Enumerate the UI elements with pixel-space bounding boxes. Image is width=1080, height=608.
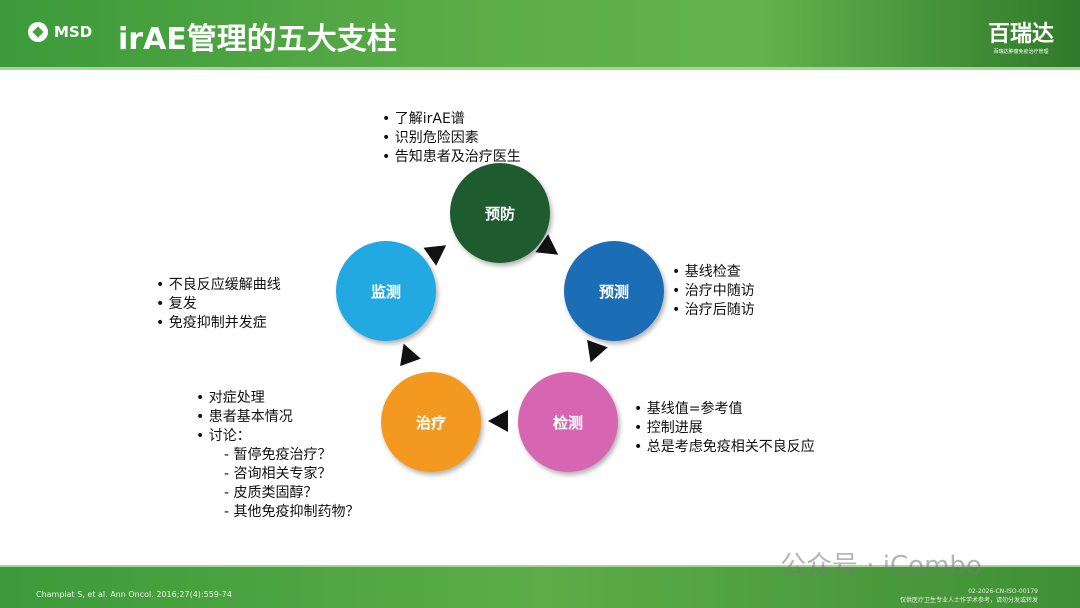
list-item: 识别危险因素 xyxy=(382,129,521,148)
code-text: 02-2026-CN-ISO-00179 xyxy=(968,588,1038,595)
pillar-treatment: 治疗 xyxy=(381,372,481,472)
arrow-icon xyxy=(580,339,608,367)
list-item: 控制进展 xyxy=(634,419,815,438)
list-item: 治疗后随访 xyxy=(672,301,755,320)
monitoring-list: 不良反应缓解曲线 复发 免疫抑制并发症 xyxy=(156,276,281,333)
msd-logo-icon xyxy=(28,22,48,42)
list-subitem: 其他免疫抑制药物？ xyxy=(196,503,360,522)
list-item: 对症处理 xyxy=(196,389,360,408)
list-item: 治疗中随访 xyxy=(672,282,755,301)
arrow-icon xyxy=(423,236,453,266)
list-item: 基线值=参考值 xyxy=(634,400,815,419)
list-item: 基线检查 xyxy=(672,263,755,282)
detection-list: 基线值=参考值 控制进展 总是考虑免疫相关不良反应 xyxy=(634,400,815,457)
slide-footer: Champiat S, et al. Ann Oncol. 2016;27(4)… xyxy=(0,565,1080,608)
arrow-icon xyxy=(488,410,508,432)
slide-title: irAE管理的五大支柱 xyxy=(118,22,397,57)
pillar-monitoring: 监测 xyxy=(336,241,436,341)
arrow-icon xyxy=(393,339,421,367)
list-item: 不良反应缓解曲线 xyxy=(156,276,281,295)
list-item: 了解irAE谱 xyxy=(382,110,521,129)
prediction-list: 基线检查 治疗中随访 治疗后随访 xyxy=(672,263,755,320)
citation: Champiat S, et al. Ann Oncol. 2016;27(4)… xyxy=(36,590,232,599)
pillar-detection: 检测 xyxy=(518,372,618,472)
pillar-prediction: 预测 xyxy=(564,241,664,341)
prevention-list: 了解irAE谱 识别危险因素 告知患者及治疗医生 xyxy=(382,110,521,167)
list-item: 免疫抑制并发症 xyxy=(156,314,281,333)
disclaimer-text: 仅供医疗卫生专业人士作学术参考，请勿分发或转发 xyxy=(899,597,1038,604)
logo-text: MSD xyxy=(54,23,93,41)
list-item: 讨论： xyxy=(196,427,360,446)
list-item: 总是考虑免疫相关不良反应 xyxy=(634,438,815,457)
pillar-prevention: 预防 xyxy=(450,163,550,263)
document-code: 02-2026-CN-ISO-00179 仅供医疗卫生专业人士作学术参考，请勿分发… xyxy=(900,587,1038,605)
slide-header: MSD irAE管理的五大支柱 百瑞达百瑞达肿瘤免疫治疗管理 xyxy=(0,0,1080,70)
list-subitem: 皮质类固醇？ xyxy=(196,484,360,503)
brand-text: 百瑞达 xyxy=(987,22,1054,47)
list-item: 患者基本情况 xyxy=(196,408,360,427)
list-item: 告知患者及治疗医生 xyxy=(382,148,521,167)
watermark: 公众号 · iCombo xyxy=(780,551,982,581)
list-item: 复发 xyxy=(156,295,281,314)
treatment-list: 对症处理 患者基本情况 讨论： 暂停免疫治疗？ 咨询相关专家？ 皮质类固醇？ 其… xyxy=(196,389,360,522)
brand-logo: 百瑞达百瑞达肿瘤免疫治疗管理 xyxy=(988,16,1054,55)
list-subitem: 咨询相关专家？ xyxy=(196,465,360,484)
list-subitem: 暂停免疫治疗？ xyxy=(196,446,360,465)
msd-logo: MSD xyxy=(28,22,92,42)
brand-subtext: 百瑞达肿瘤免疫治疗管理 xyxy=(993,49,1049,55)
